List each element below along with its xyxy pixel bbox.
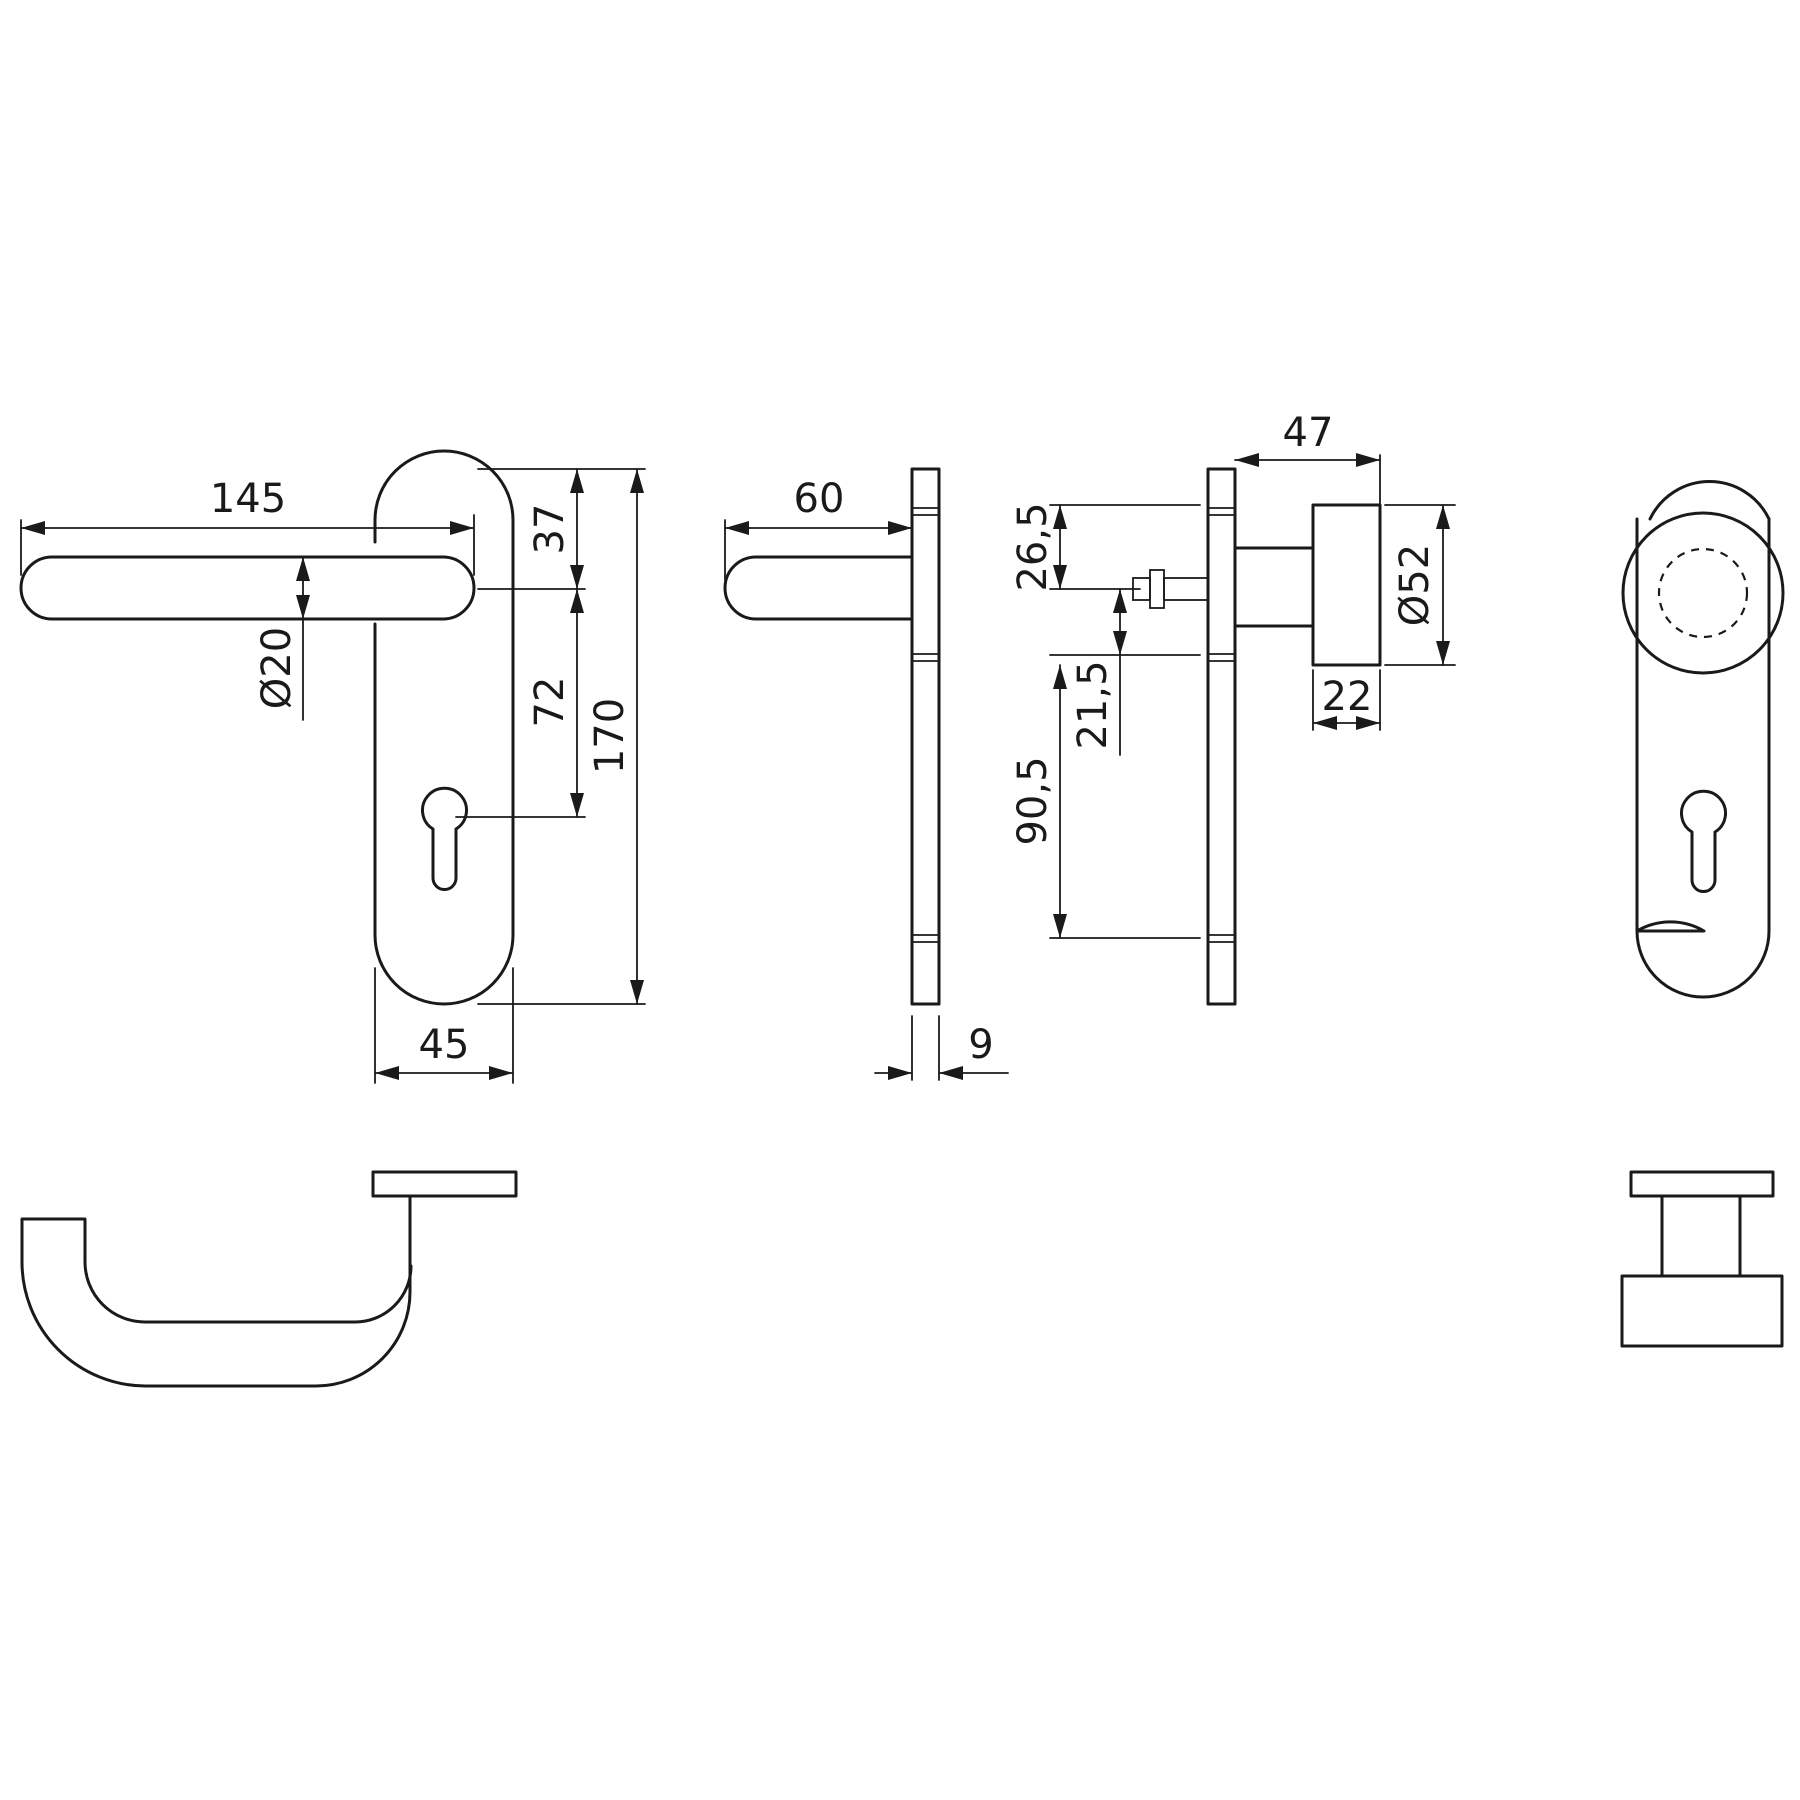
spindle-hidden-outline xyxy=(1657,547,1749,639)
dim-plate-width: 45 xyxy=(419,1022,470,1068)
dim-plate-thickness: 9 xyxy=(968,1022,993,1068)
dim-knob-top-offset: 26,5 xyxy=(1010,502,1056,591)
knob-body xyxy=(1311,503,1382,667)
top-knob-body xyxy=(1620,1274,1784,1348)
lever-bar xyxy=(19,555,476,621)
dim-spindle-offset: 21,5 xyxy=(1070,660,1116,749)
dim-handle-to-keyhole: 72 xyxy=(527,677,573,728)
top-lever-profile xyxy=(20,1194,413,1388)
lever-top-view xyxy=(20,1170,518,1388)
knob-front-circle xyxy=(1621,511,1785,675)
lever-front-view: 145 Ø20 37 72 170 45 xyxy=(19,449,646,1084)
top-rose xyxy=(371,1170,518,1198)
knob-keyhole xyxy=(1680,789,1727,893)
knob-side-plate xyxy=(1206,467,1237,1006)
dim-lever-length: 145 xyxy=(210,476,286,522)
dim-knob-depth: 22 xyxy=(1322,674,1373,720)
top-knob-shank xyxy=(1660,1194,1742,1278)
top-knob-rose xyxy=(1629,1170,1775,1198)
dim-keyhole-lower: 90,5 xyxy=(1010,756,1056,845)
knob-shank xyxy=(1233,546,1315,628)
knob-side-view: 47 26,5 21,5 90,5 Ø52 22 xyxy=(1010,410,1456,1006)
side-lever xyxy=(723,555,914,621)
knob-front-view xyxy=(1621,480,1785,999)
keyhole xyxy=(421,786,468,891)
knob-backplate-outline xyxy=(1635,920,1706,933)
knob-top-view xyxy=(1620,1170,1784,1348)
dim-knob-projection: 47 xyxy=(1283,410,1334,456)
dim-plate-height: 170 xyxy=(587,698,633,774)
side-plate xyxy=(910,467,941,1006)
dim-lever-projection: 60 xyxy=(794,476,845,522)
dim-rose-top: 37 xyxy=(527,504,573,555)
backplate-outline xyxy=(373,449,515,1006)
dim-lever-diameter: Ø20 xyxy=(254,627,300,709)
dim-knob-diameter: Ø52 xyxy=(1392,544,1438,626)
lever-side-view: 60 9 xyxy=(723,467,1009,1081)
